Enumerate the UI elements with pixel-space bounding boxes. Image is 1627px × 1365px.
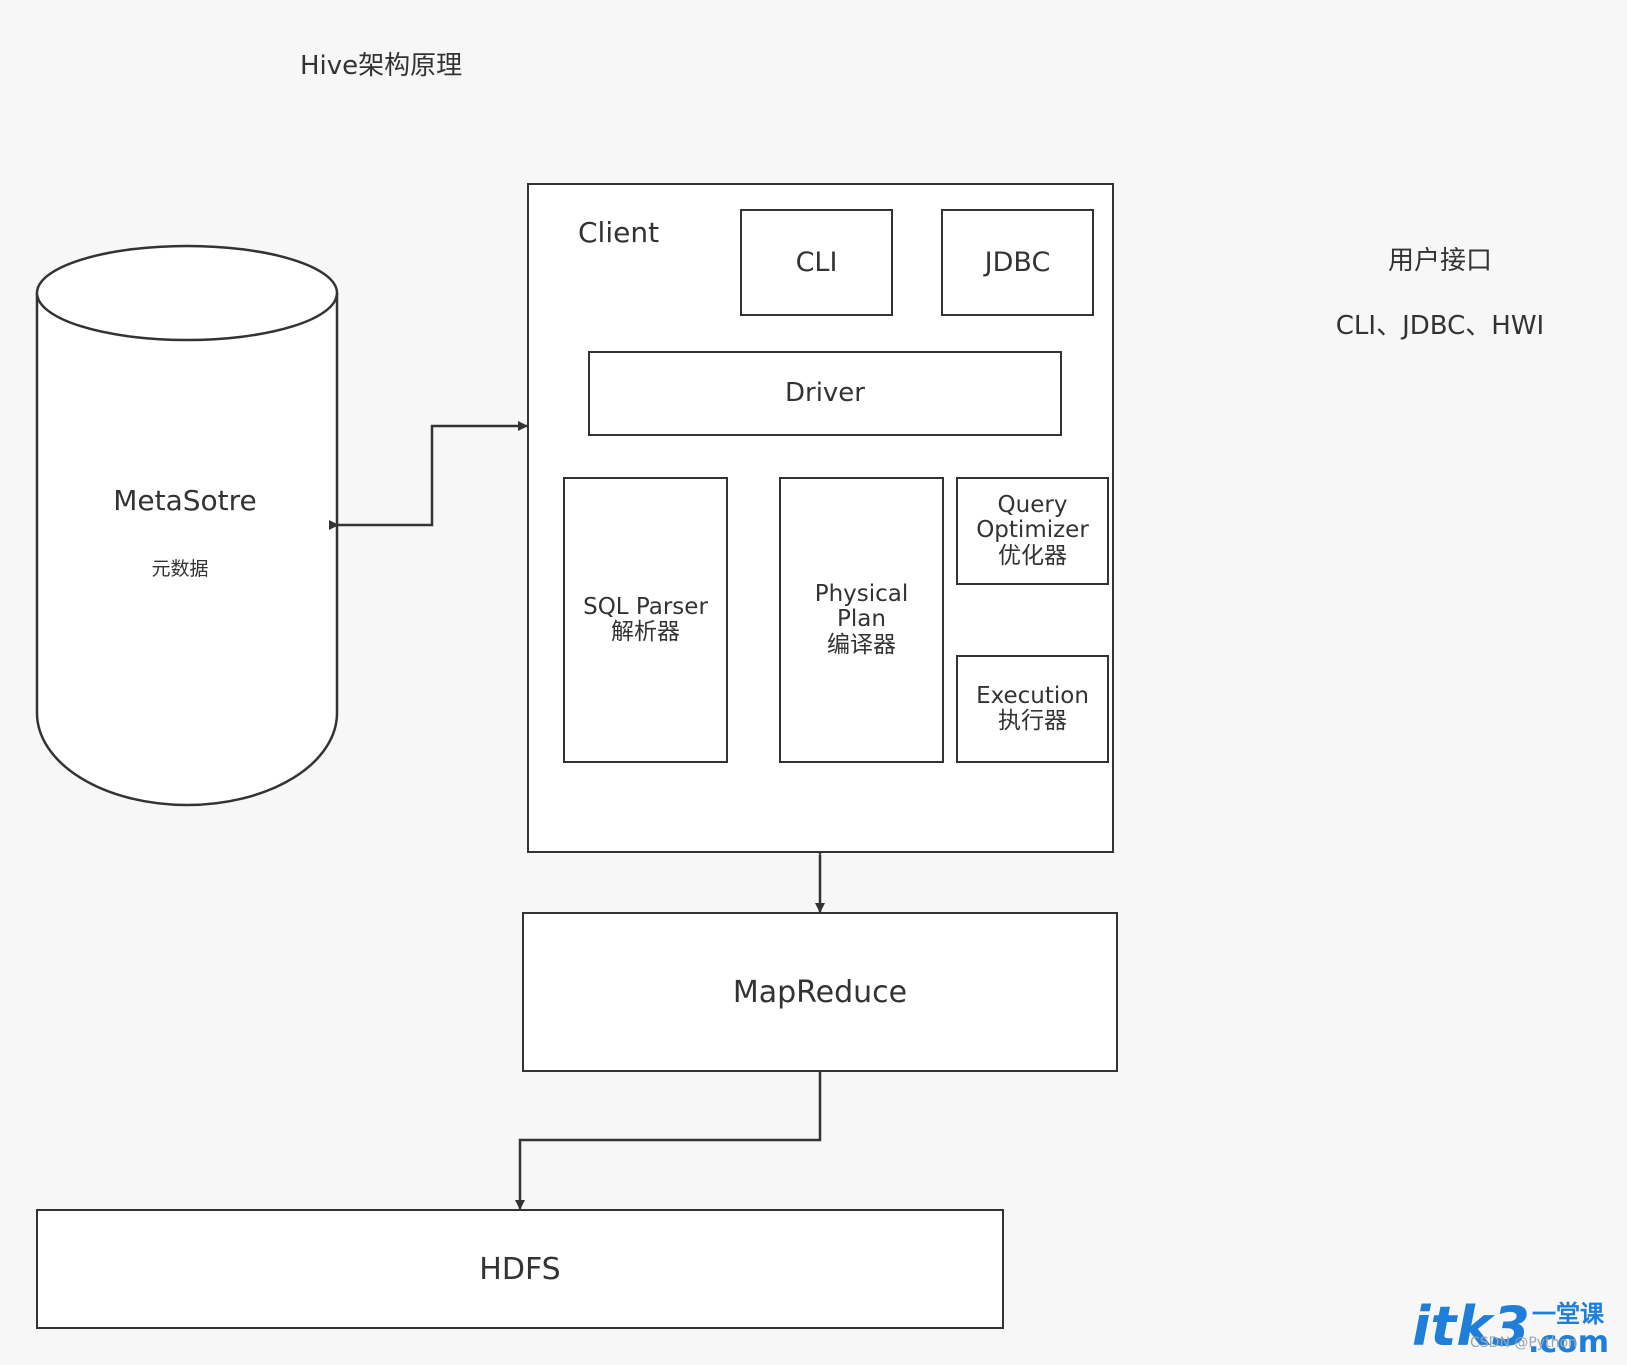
arrow-metastore-client: [329, 421, 528, 530]
jdbc-box: JDBC: [941, 209, 1094, 316]
metastore-cylinder: [35, 244, 339, 807]
user-interface-items: CLI、JDBC、HWI: [1335, 310, 1545, 341]
cli-box: CLI: [740, 209, 893, 316]
watermark: itk3 一堂课 .com CSDN @Python: [1410, 1300, 1625, 1365]
watermark-logo: itk3: [1412, 1300, 1530, 1358]
metastore-label: MetaSotre: [113, 484, 257, 517]
query-optimizer-box: Query Optimizer 优化器: [956, 477, 1109, 585]
driver-box: Driver: [588, 351, 1062, 436]
user-interface-heading: 用户接口: [1387, 245, 1492, 276]
mapreduce-box: MapReduce: [522, 912, 1118, 1072]
hdfs-box: HDFS: [36, 1209, 1004, 1329]
metastore-desc: 元数据: [151, 558, 209, 580]
physical-plan-box: Physical Plan 编译器: [779, 477, 944, 763]
watermark-cn: 一堂课: [1532, 1300, 1604, 1328]
arrow-mapreduce-hdfs: [515, 1063, 825, 1210]
watermark-small: CSDN @Python: [1470, 1335, 1577, 1351]
sql-parser-box: SQL Parser 解析器: [563, 477, 728, 763]
user-interface-note: 用户接口 CLI、JDBC、HWI: [1310, 212, 1570, 375]
watermark-domain: .com: [1528, 1325, 1610, 1360]
client-label: Client: [578, 216, 660, 249]
execution-box: Execution 执行器: [956, 655, 1109, 763]
diagram-title: Hive架构原理: [300, 51, 463, 81]
